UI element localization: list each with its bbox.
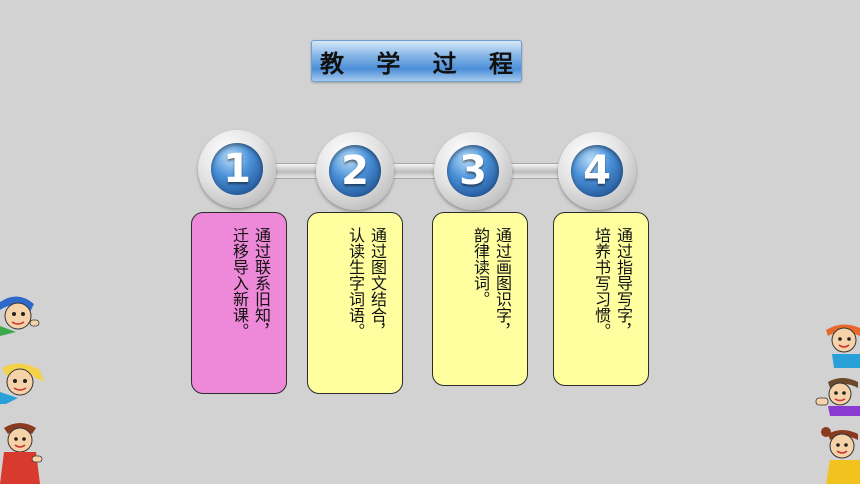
step-1-badge: 1 xyxy=(198,130,276,208)
page-title: 教 学 过 程 xyxy=(319,49,526,78)
cartoon-kid-left-2-icon xyxy=(0,363,44,404)
step-1-card: 通过联系旧知，迁移导入新课。 xyxy=(191,212,287,394)
step-4-line1: 通过指导写字， xyxy=(614,227,633,339)
step-4-text: 通过指导写字，培养书写习惯。 xyxy=(590,227,634,339)
step-2-line2: 认读生字词语。 xyxy=(346,227,365,339)
step-3-text: 通过画图识字，韵律读词。 xyxy=(469,227,513,339)
step-1-line2: 迁移导入新课。 xyxy=(230,227,249,339)
timeline-connector xyxy=(238,163,600,179)
step-1-text: 通过联系旧知，迁移导入新课。 xyxy=(228,227,272,339)
cartoon-kid-right-3-icon xyxy=(821,427,860,484)
cartoon-kid-left-3-icon xyxy=(0,423,43,484)
cartoon-kid-left-1-icon xyxy=(0,296,40,336)
step-3-badge: 3 xyxy=(434,132,512,210)
step-4-line2: 培养书写习惯。 xyxy=(592,227,611,339)
step-3-number: 3 xyxy=(459,148,487,194)
step-1-number: 1 xyxy=(223,146,251,192)
step-2-text: 通过图文结合，认读生字词语。 xyxy=(344,227,388,339)
step-2-badge: 2 xyxy=(316,132,394,210)
step-3-line1: 通过画图识字， xyxy=(493,227,512,339)
step-1-line1: 通过联系旧知， xyxy=(252,227,271,339)
step-2-number: 2 xyxy=(341,148,369,194)
cartoon-kid-right-1-icon xyxy=(826,324,860,368)
step-4-badge: 4 xyxy=(558,132,636,210)
step-2-card: 通过图文结合，认读生字词语。 xyxy=(307,212,403,394)
step-4-card: 通过指导写字，培养书写习惯。 xyxy=(553,212,649,386)
step-2-line1: 通过图文结合， xyxy=(368,227,387,339)
step-4-number: 4 xyxy=(583,148,611,194)
cartoon-kid-right-2-icon xyxy=(815,378,860,416)
step-3-card: 通过画图识字，韵律读词。 xyxy=(432,212,528,386)
step-3-line2: 韵律读词。 xyxy=(471,227,490,307)
title-banner: 教 学 过 程 xyxy=(311,40,522,82)
